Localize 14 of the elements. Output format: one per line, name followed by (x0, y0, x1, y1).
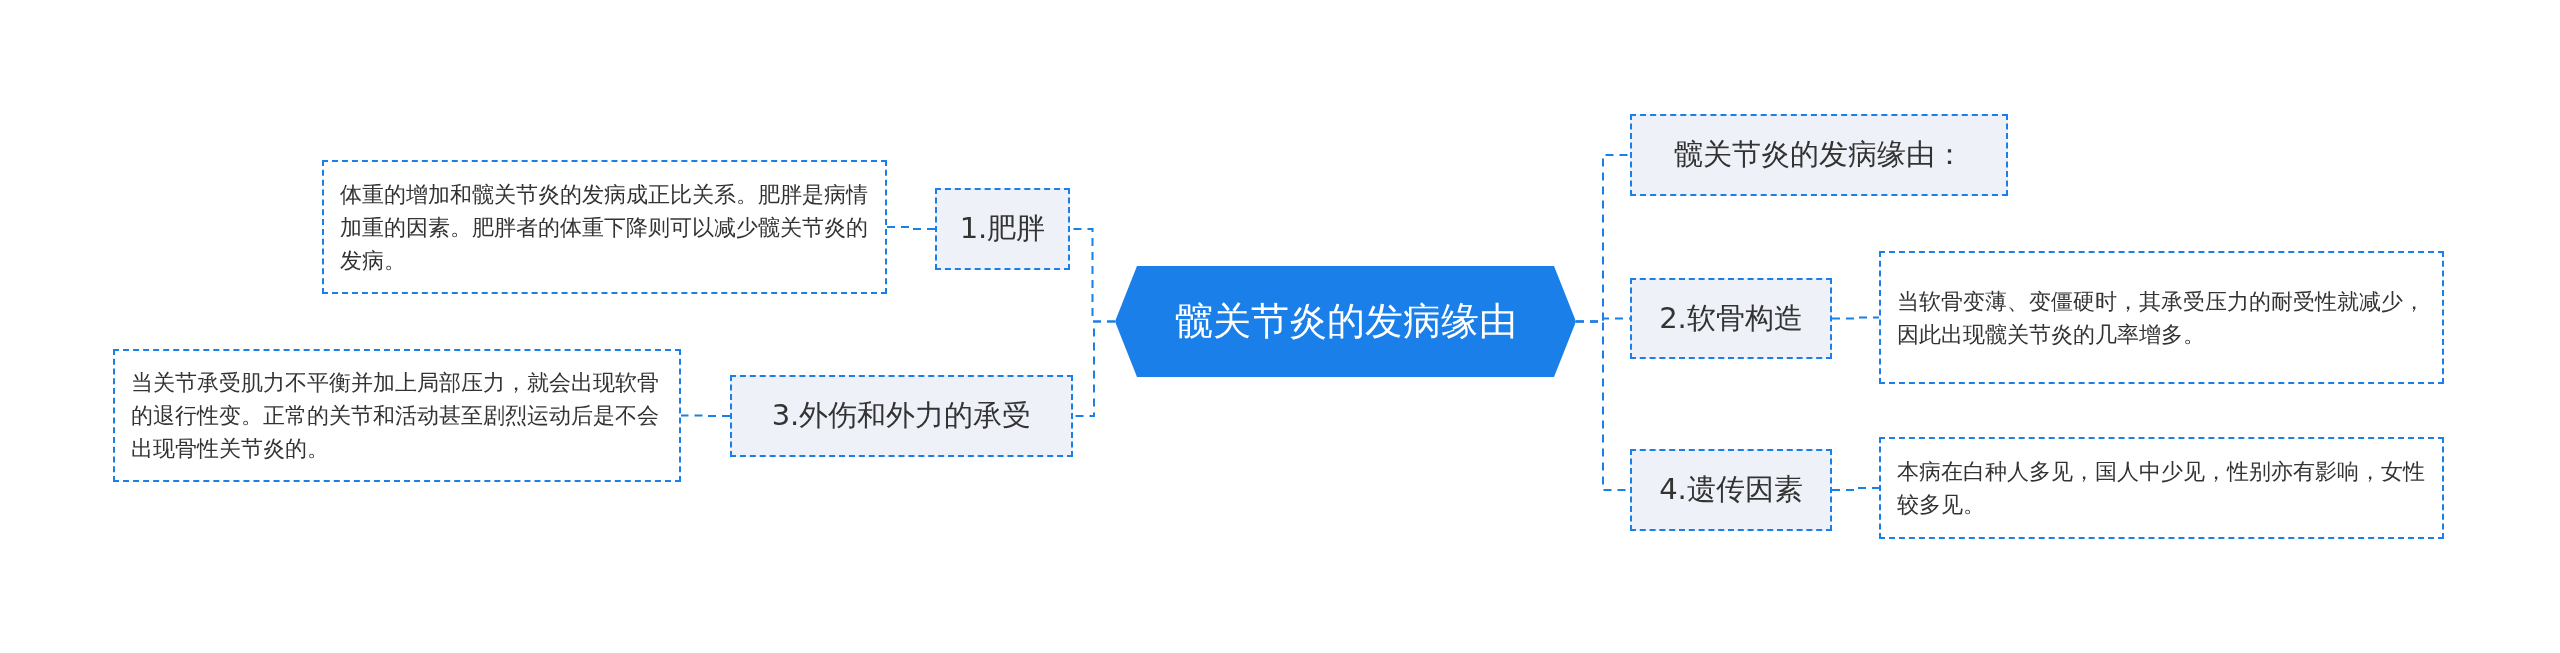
text-box: 体重的增加和髋关节炎的发病成正比关系。肥胖是病情加重的因素。肥胖者的体重下降则可以减少髋关节炎的发病。 (322, 160, 887, 294)
connector (680, 414, 731, 417)
connector (1831, 316, 1880, 320)
text-box: 本病在白种人多见，国人中少见，性别亦有影响，女性较多见。 (1879, 437, 2444, 539)
topic-box: 1.肥胖 (935, 188, 1070, 270)
text-box: 当软骨变薄、变僵硬时，其承受压力的耐受性就减少，因此出现髋关节炎的几率增多。 (1879, 251, 2444, 384)
central-hexagon: 髋关节炎的发病缘由 (1115, 266, 1576, 377)
topic-box: 髋关节炎的发病缘由： (1630, 114, 2008, 196)
topic-box: 4.遗传因素 (1630, 449, 1832, 531)
connector (1831, 487, 1880, 491)
topic-box: 2.软骨构造 (1630, 278, 1832, 359)
text-box: 当关节承受肌力不平衡并加上局部压力，就会出现软骨的退行性变。正常的关节和活动甚至剧烈运动后是不会出现骨性关节炎的。 (113, 349, 681, 482)
connector (886, 226, 936, 230)
topic-box: 3.外伤和外力的承受 (730, 375, 1073, 457)
